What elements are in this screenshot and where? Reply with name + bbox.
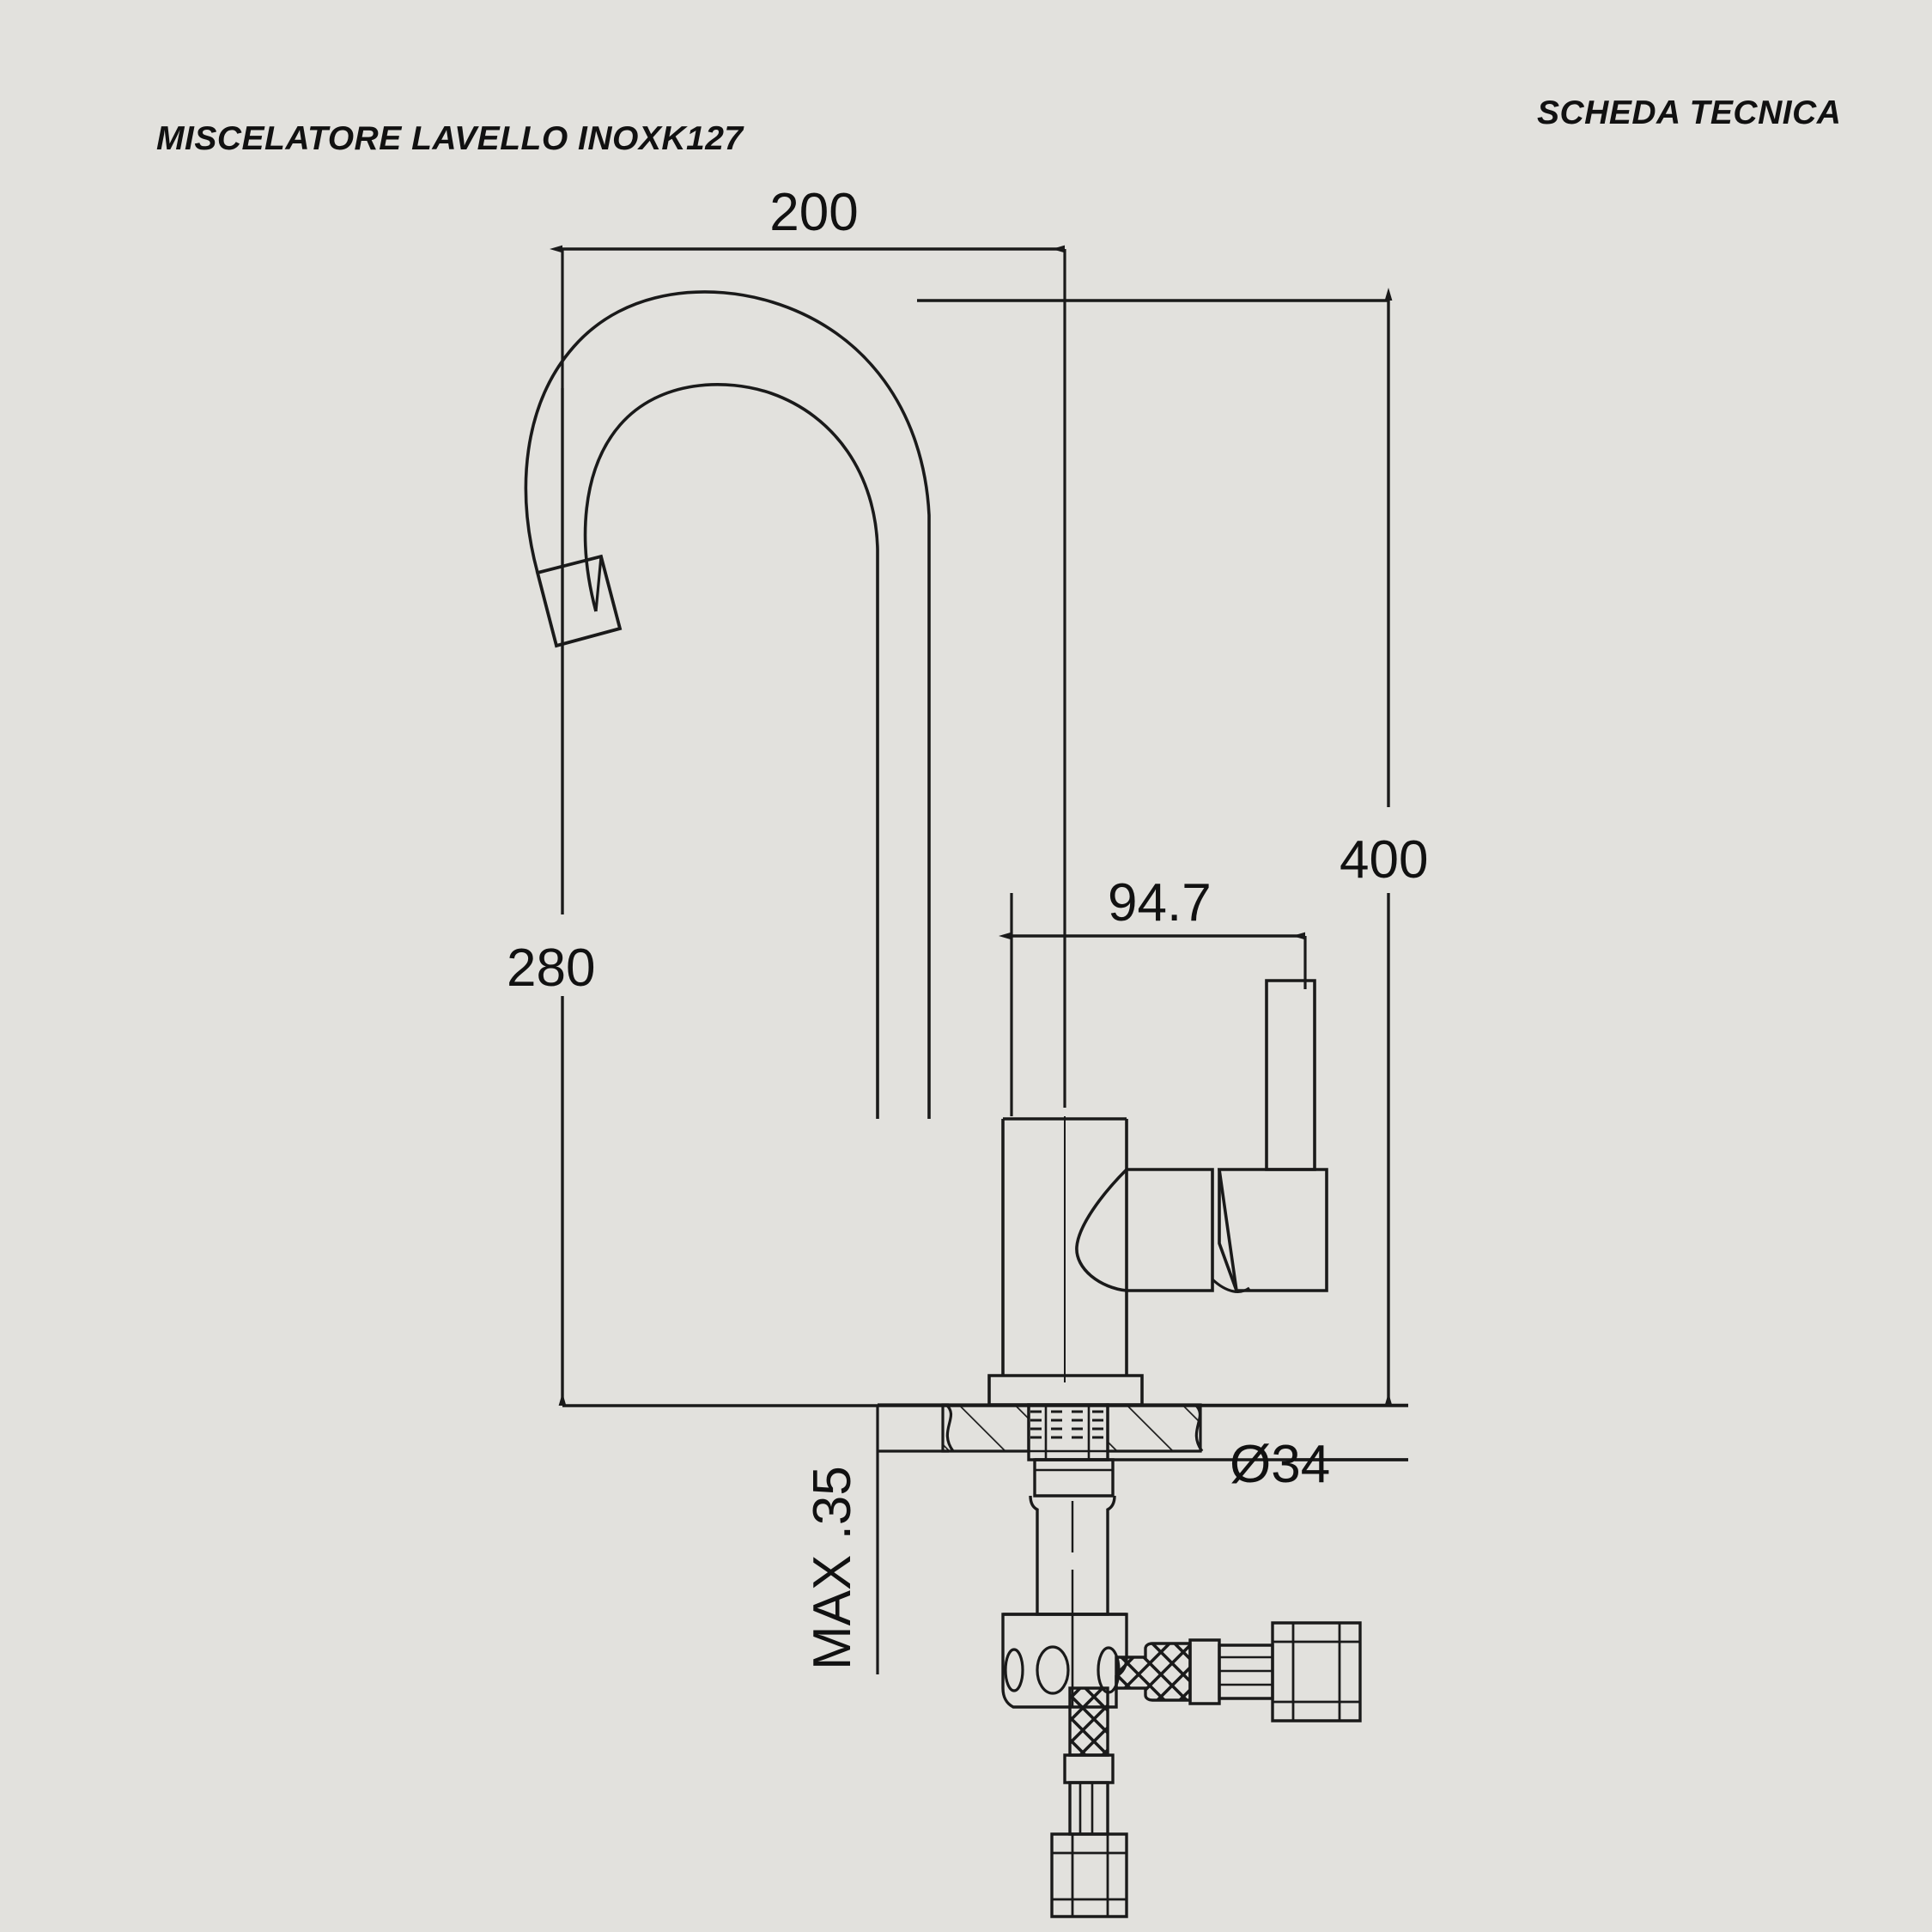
dimension-label-400: 400 [1340,830,1428,890]
dimension-400 [917,288,1393,1406]
dimension-label-200: 200 [769,183,858,242]
body-cylinder [1001,1116,1128,1382]
dimension-200 [550,245,1066,1108]
counter-top-section [941,1403,1408,1453]
dimension-280 [558,388,1408,1407]
shank-tube [1029,1495,1116,1616]
dimension-label-947: 94.7 [1108,873,1212,933]
aerator-nozzle [535,554,623,648]
cartridge-housing [1075,1168,1214,1292]
part-title: MISCELATORE LAVELLO INOXK127 [156,120,744,157]
lock-nut [1033,1458,1115,1498]
dimension-max-35 [876,1403,949,1674]
gooseneck-spout [524,290,931,1119]
flexible-hose-connector-vertical [1050,1686,1128,1918]
dimension-label-280: 280 [507,939,595,998]
dimension-label-max-35: MAX .35 [803,1466,862,1670]
flexible-hose-connector-horizontal [1115,1621,1362,1722]
sheet-title: SCHEDA TECNICA [1537,94,1842,131]
lever-handle [1211,979,1328,1293]
dimension-label-d34: Ø34 [1230,1435,1330,1494]
